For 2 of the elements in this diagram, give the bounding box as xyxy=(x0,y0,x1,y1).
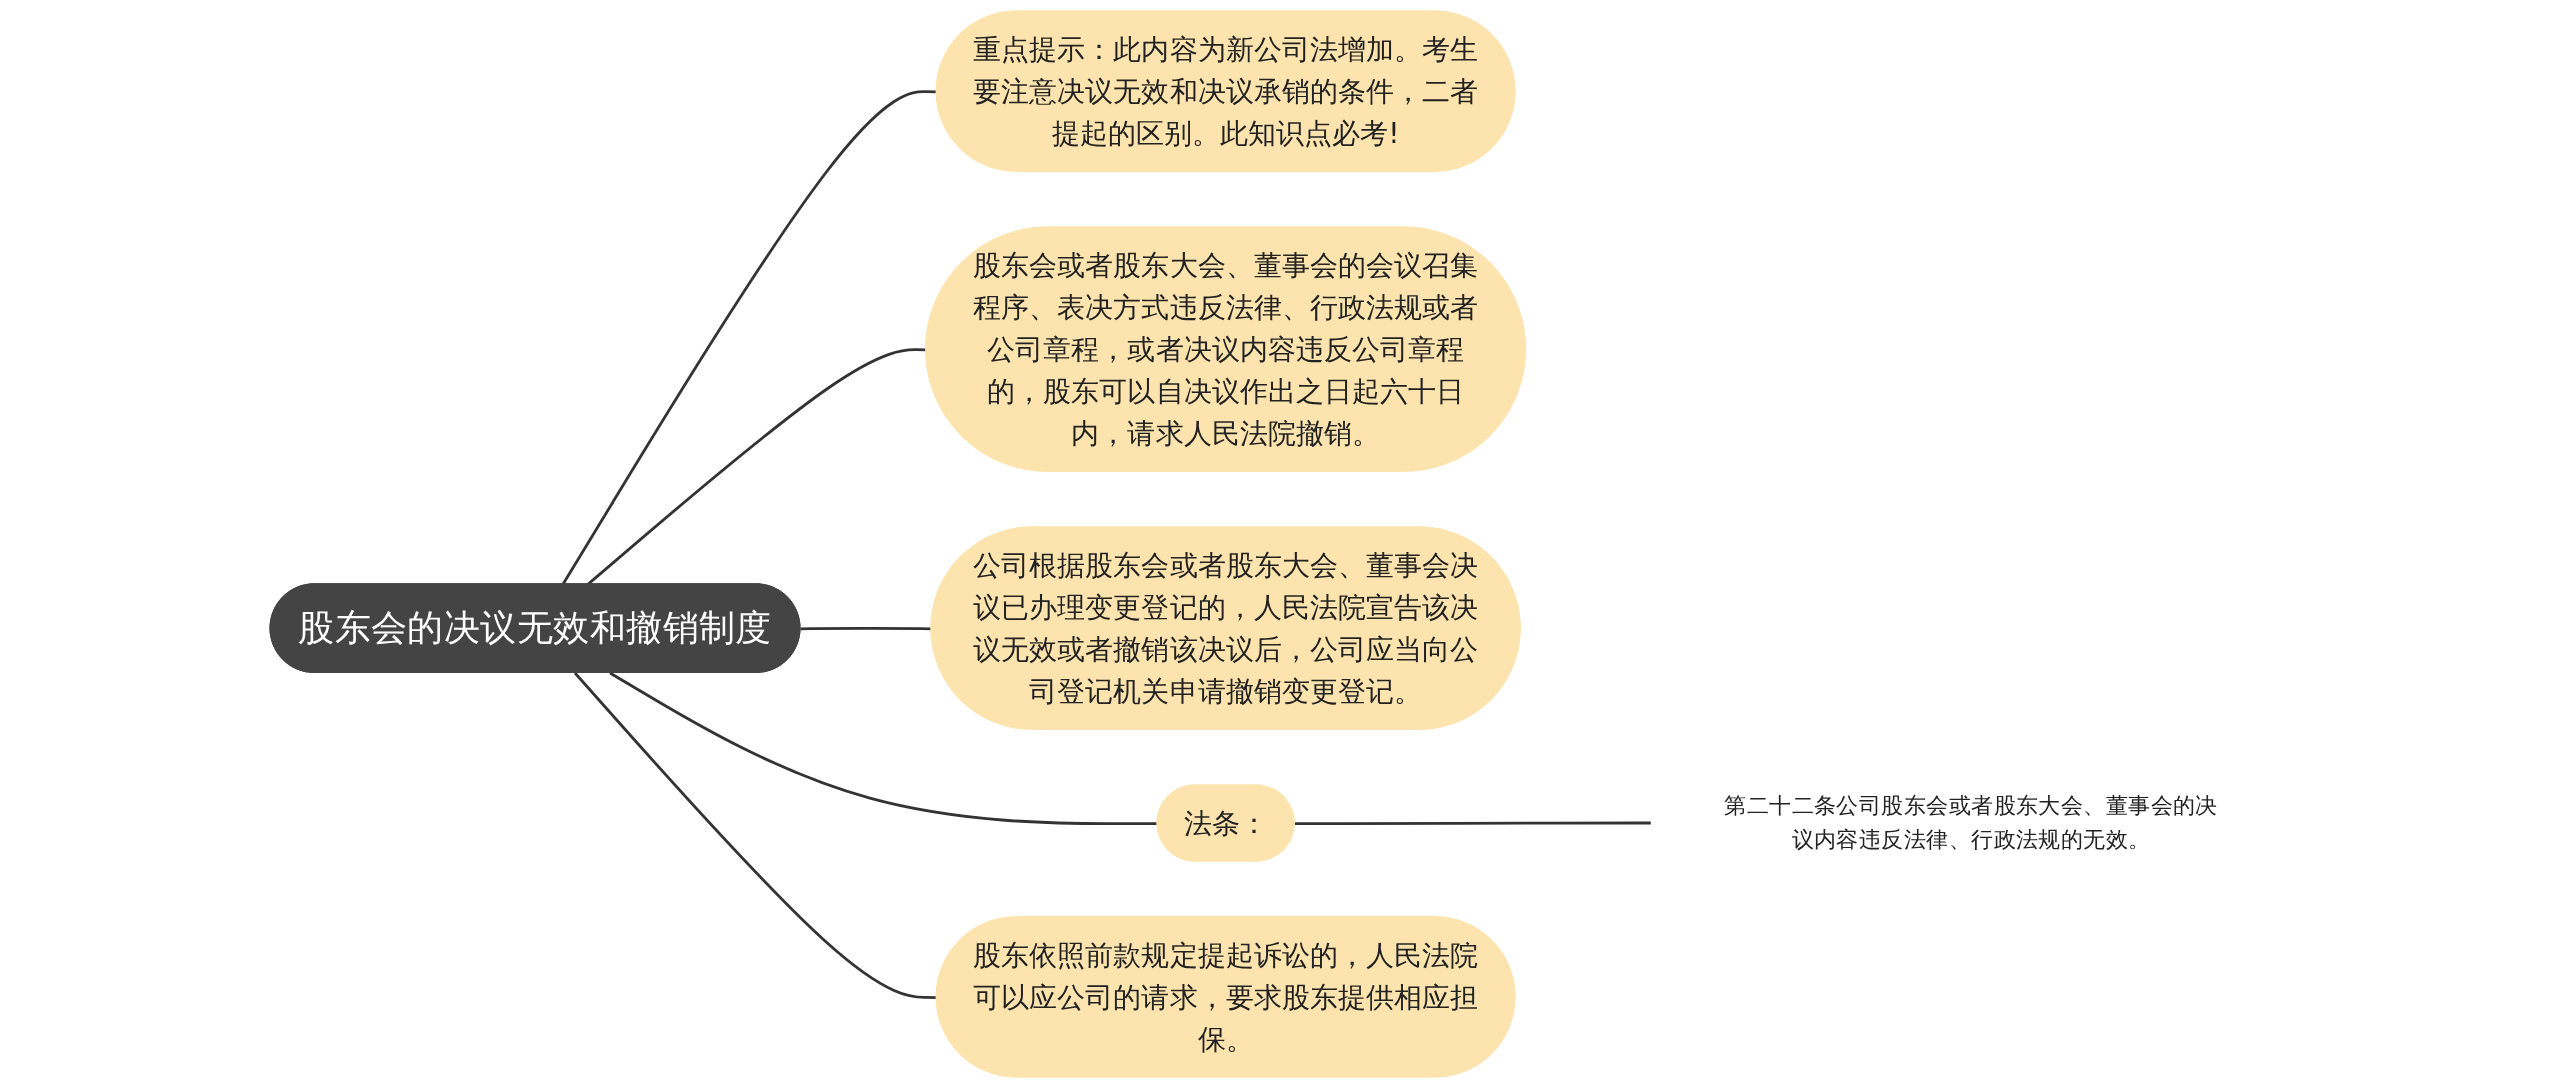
connector xyxy=(1294,821,1651,826)
node-text: 第二十二条公司股东会或者股东大会、董事会的决议内容违反法律、行政法规的无效。 xyxy=(1723,792,2218,853)
